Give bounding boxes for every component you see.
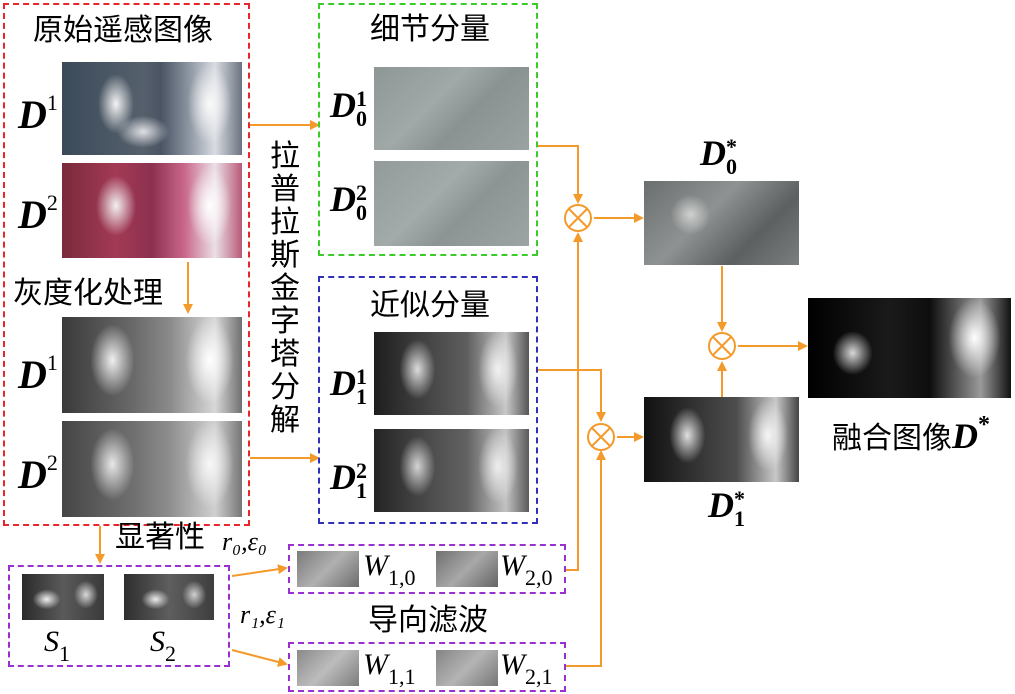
W1-0-image [297, 551, 359, 587]
fused-image [808, 298, 1011, 398]
original-image-frame [3, 3, 250, 526]
gray-D1-image [62, 317, 242, 413]
grayscale-title: 灰度化处理 [13, 276, 163, 311]
original-D1-image [62, 62, 242, 155]
gray-D2-image [62, 421, 242, 517]
W1-0-label: W1,0 [363, 549, 416, 590]
D2-label-color: D2 [18, 190, 58, 237]
D2-label-gray: D2 [18, 450, 58, 497]
D1-label-gray: D1 [18, 350, 58, 397]
r1-eps1-label: r₁,ε₁ [240, 600, 285, 629]
arrow-W0-to-mul0 [566, 232, 583, 571]
approx-component-frame [318, 276, 538, 524]
D1-label-color: D1 [18, 90, 58, 137]
laplacian-decomposition-label: 拉普拉斯金字塔分解 [270, 139, 300, 438]
saliency-S1-image [22, 574, 104, 620]
guided-filter-title: 导向滤波 [368, 603, 488, 638]
saliency-frame [8, 565, 230, 667]
weight0-frame [288, 544, 566, 594]
r0-eps0-label: r₀,ε₀ [222, 527, 267, 556]
detail-component-title: 细节分量 [370, 12, 490, 47]
detail-component-frame [318, 3, 538, 256]
arrow-to-W1 [231, 649, 288, 667]
arrow-approx-to-mul1 [538, 369, 606, 422]
original-image-title: 原始遥感图像 [33, 13, 213, 48]
approx-D1-1-image [374, 332, 529, 415]
D0-star-image [644, 181, 799, 265]
D0-star-label: D*0 [700, 133, 737, 179]
W2-1-image [436, 650, 498, 686]
W1-1-label: W1,1 [363, 648, 416, 689]
W1-1-image [297, 650, 359, 686]
detail-D0-2-image [374, 161, 529, 246]
approx-D1-2-image [374, 429, 529, 512]
arrow-W1-to-mul1 [566, 450, 606, 667]
D1-star-label: D*1 [708, 485, 745, 531]
approx-component-title: 近似分量 [370, 288, 490, 323]
original-D2-image [62, 163, 242, 258]
W2-1-label: W2,1 [500, 648, 553, 689]
arrow-detail-to-mul0 [538, 145, 583, 204]
arrow-to-W0 [231, 564, 288, 577]
fused-image-label: 融合图像D* [832, 412, 990, 456]
saliency-S2-image [124, 574, 214, 620]
weight1-frame [288, 642, 566, 692]
S1-label: S1 [44, 625, 70, 666]
S2-label: S2 [150, 625, 176, 666]
detail-D0-1-image [374, 67, 529, 150]
W2-0-image [436, 551, 498, 587]
W2-0-label: W2,0 [500, 549, 553, 590]
saliency-title: 显著性 [115, 520, 205, 555]
D1-star-image [644, 397, 799, 482]
